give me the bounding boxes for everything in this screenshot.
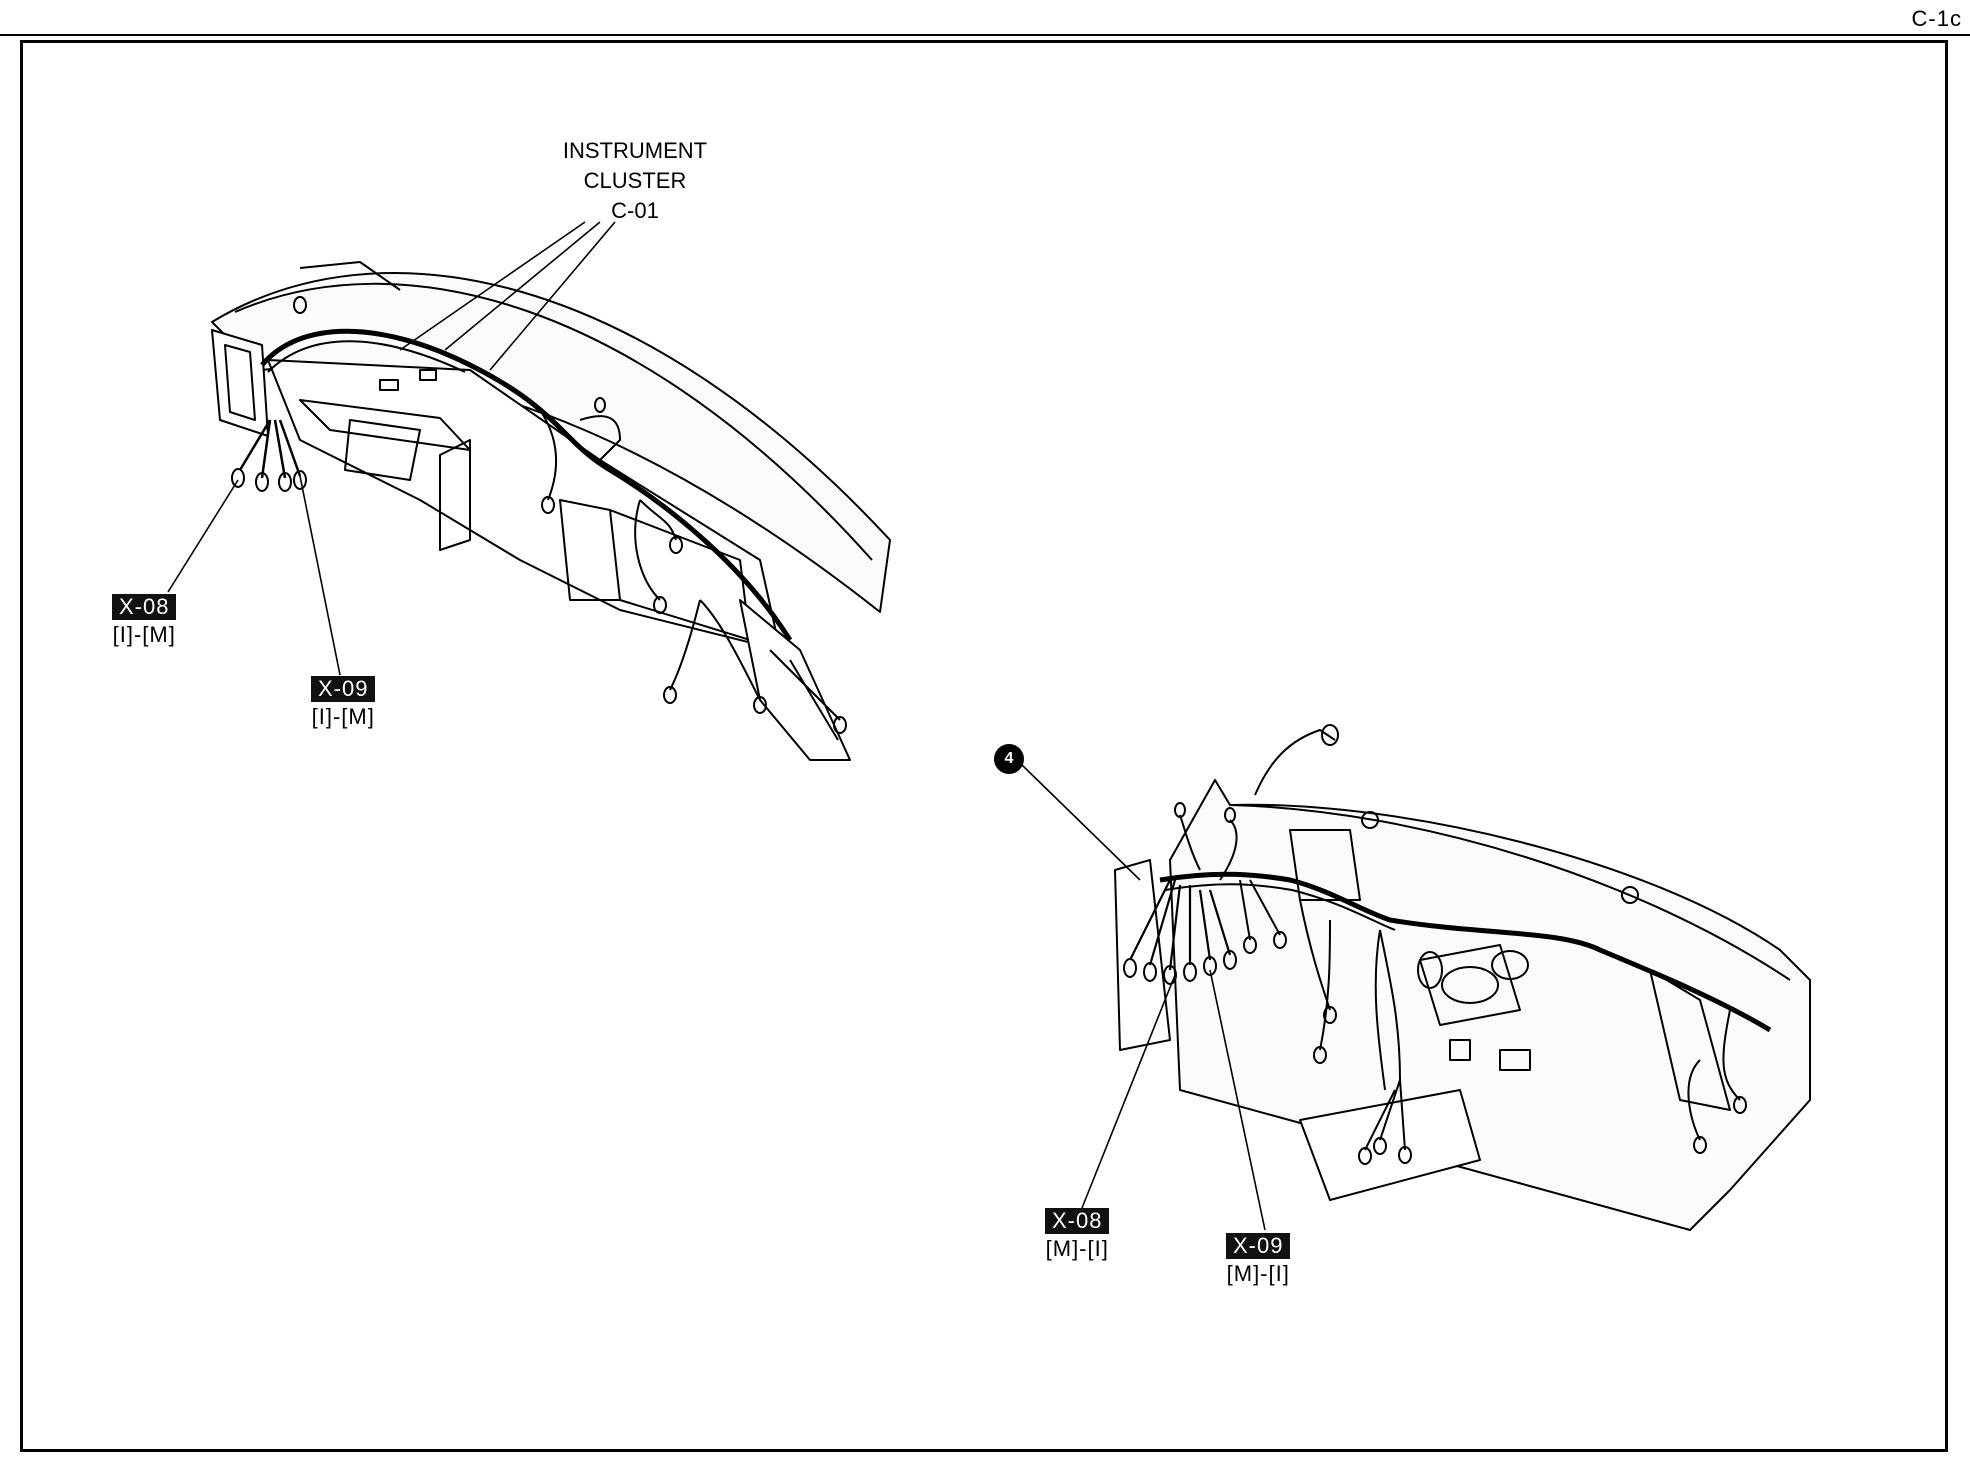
header-rule <box>0 34 1970 36</box>
instrument-cluster-line2: CLUSTER <box>583 168 687 193</box>
connector-mating: [M]-[I] <box>1045 1236 1109 1261</box>
connector-code: X-08 <box>112 594 177 620</box>
connector-code: X-09 <box>1226 1233 1291 1259</box>
diagram-frame <box>20 40 1948 1452</box>
lower-x08-callout: X-08 [M]-[I] <box>1045 1208 1110 1262</box>
connector-mating: [I]-[M] <box>112 622 176 647</box>
item-marker: 4 <box>994 744 1024 774</box>
connector-code: X-08 <box>1045 1208 1110 1234</box>
connector-code: X-09 <box>311 676 376 702</box>
instrument-cluster-line1: INSTRUMENT <box>562 138 708 163</box>
instrument-cluster-code: C-01 <box>611 198 659 223</box>
lower-dashboard-drawing <box>1021 724 1811 1231</box>
upper-x09-callout: X-09 [I]-[M] <box>311 676 376 730</box>
connector-mating: [I]-[M] <box>311 704 375 729</box>
lower-x09-callout: X-09 [M]-[I] <box>1226 1233 1291 1287</box>
upper-dashboard-drawing <box>167 221 891 761</box>
page-code: C-1c <box>1911 6 1962 31</box>
upper-x08-callout: X-08 [I]-[M] <box>112 594 177 648</box>
instrument-cluster-label: INSTRUMENT CLUSTER C-01 <box>530 136 740 226</box>
connector-mating: [M]-[I] <box>1226 1261 1290 1286</box>
